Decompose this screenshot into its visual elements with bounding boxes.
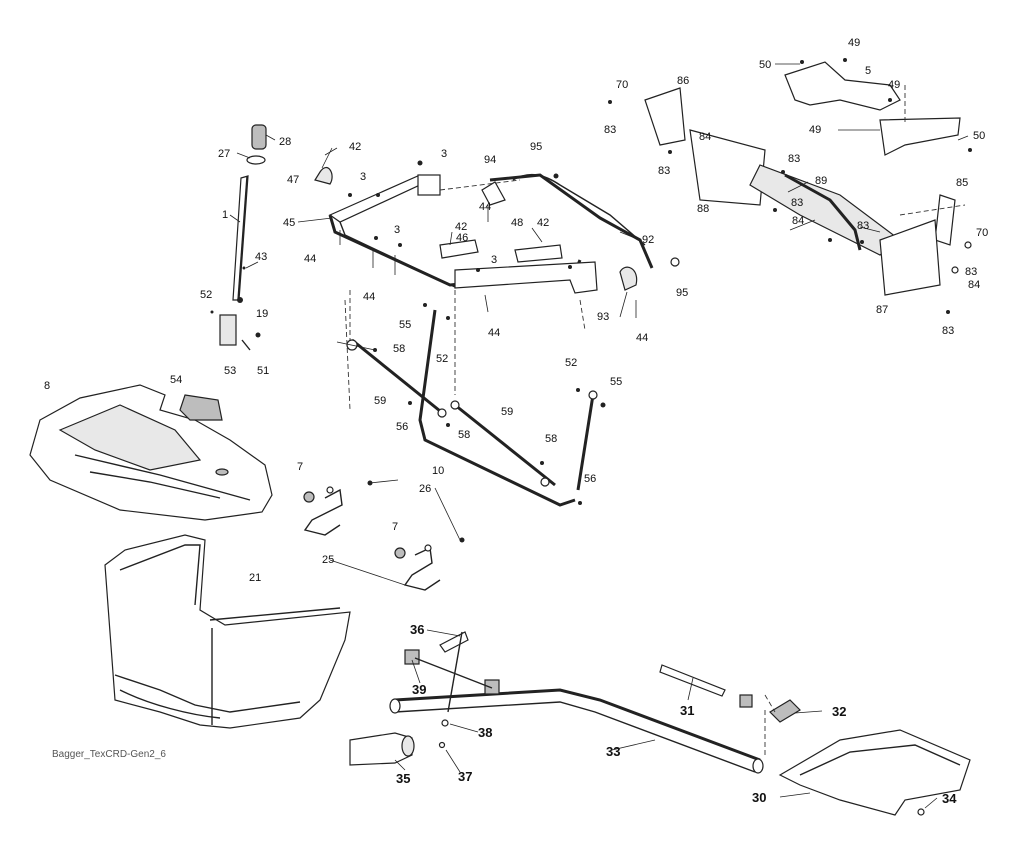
- callout-52: 52: [200, 289, 212, 301]
- callout-83: 83: [791, 197, 803, 209]
- callout-83: 83: [857, 220, 869, 232]
- callout-49: 49: [809, 124, 821, 136]
- callout-52: 52: [565, 357, 577, 369]
- callout-32: 32: [832, 704, 846, 719]
- washer: [246, 155, 266, 165]
- callout-26: 26: [419, 483, 431, 495]
- callout-33: 33: [606, 744, 620, 759]
- callout-3: 3: [360, 171, 366, 183]
- callout-59: 59: [374, 395, 386, 407]
- callout-52: 52: [436, 353, 448, 365]
- callout-5: 5: [865, 65, 871, 77]
- callout-84: 84: [968, 279, 980, 291]
- callout-83: 83: [942, 325, 954, 337]
- callout-42: 42: [349, 141, 361, 153]
- callout-83: 83: [788, 153, 800, 165]
- callout-58: 58: [458, 429, 470, 441]
- callout-1: 1: [222, 209, 228, 221]
- callout-3: 3: [441, 148, 447, 160]
- callout-19: 19: [256, 308, 268, 320]
- callout-58: 58: [393, 343, 405, 355]
- callout-94: 94: [484, 154, 496, 166]
- callout-7: 7: [392, 521, 398, 533]
- callout-85: 85: [956, 177, 968, 189]
- callout-34: 34: [942, 791, 957, 806]
- callout-83: 83: [604, 124, 616, 136]
- callout-42: 42: [455, 221, 467, 233]
- callout-48: 48: [511, 217, 523, 229]
- dump-lever-assembly: [349, 631, 971, 816]
- callout-55: 55: [610, 376, 622, 388]
- callout-55: 55: [399, 319, 411, 331]
- figure-caption: Bagger_TexCRD-Gen2_6: [52, 749, 166, 760]
- callout-44: 44: [488, 327, 500, 339]
- callout-83: 83: [965, 266, 977, 278]
- callout-70: 70: [976, 227, 988, 239]
- callout-37: 37: [458, 769, 472, 784]
- callout-39: 39: [412, 682, 426, 697]
- callout-70: 70: [616, 79, 628, 91]
- callouts: 1 3 3 3 3 5 7 7 8 10 19 21 25 26 27 28 3…: [44, 37, 988, 806]
- callout-86: 86: [677, 75, 689, 87]
- callout-95: 95: [530, 141, 542, 153]
- callout-21: 21: [249, 572, 261, 584]
- callout-36: 36: [410, 622, 424, 637]
- callout-46: 46: [456, 232, 468, 244]
- leader-lines: [229, 63, 969, 809]
- callout-84: 84: [699, 131, 711, 143]
- callout-95: 95: [676, 287, 688, 299]
- callout-25: 25: [322, 554, 334, 566]
- callout-44: 44: [479, 201, 491, 213]
- callout-51: 51: [257, 365, 269, 377]
- callout-42: 42: [537, 217, 549, 229]
- callout-50: 50: [973, 130, 985, 142]
- callout-3: 3: [491, 254, 497, 266]
- callout-92: 92: [642, 234, 654, 246]
- pivot-bracket: [219, 314, 237, 346]
- callout-59: 59: [501, 406, 513, 418]
- latch-springs: [303, 480, 465, 591]
- callout-30: 30: [752, 790, 766, 805]
- callout-84: 84: [792, 215, 804, 227]
- callout-54: 54: [170, 374, 182, 386]
- bagger-cover: [29, 384, 273, 521]
- callout-87: 87: [876, 304, 888, 316]
- callout-50: 50: [759, 59, 771, 71]
- callout-31: 31: [680, 703, 694, 718]
- callout-45: 45: [283, 217, 295, 229]
- callout-7: 7: [297, 461, 303, 473]
- callout-43: 43: [255, 251, 267, 263]
- callout-58: 58: [545, 433, 557, 445]
- callout-47: 47: [287, 174, 299, 186]
- callout-53: 53: [224, 365, 236, 377]
- callout-56: 56: [396, 421, 408, 433]
- callout-49: 49: [848, 37, 860, 49]
- latch: [179, 394, 223, 421]
- callout-49: 49: [888, 79, 900, 91]
- callout-56: 56: [584, 473, 596, 485]
- bagger-frame: [314, 160, 680, 318]
- callout-27: 27: [218, 148, 230, 160]
- callout-88: 88: [697, 203, 709, 215]
- hitch-brackets: [608, 58, 972, 314]
- callout-10: 10: [432, 465, 444, 477]
- handle-grip: [251, 124, 267, 150]
- callout-28: 28: [279, 136, 291, 148]
- callout-35: 35: [396, 771, 410, 786]
- callout-89: 89: [815, 175, 827, 187]
- callout-8: 8: [44, 380, 50, 392]
- callout-44: 44: [636, 332, 648, 344]
- callout-3: 3: [394, 224, 400, 236]
- grass-bag: [104, 534, 351, 729]
- lift-handle-assembly: [210, 124, 267, 351]
- callout-38: 38: [478, 725, 492, 740]
- callout-44: 44: [363, 291, 375, 303]
- callout-93: 93: [597, 311, 609, 323]
- callout-83: 83: [658, 165, 670, 177]
- callout-44: 44: [304, 253, 316, 265]
